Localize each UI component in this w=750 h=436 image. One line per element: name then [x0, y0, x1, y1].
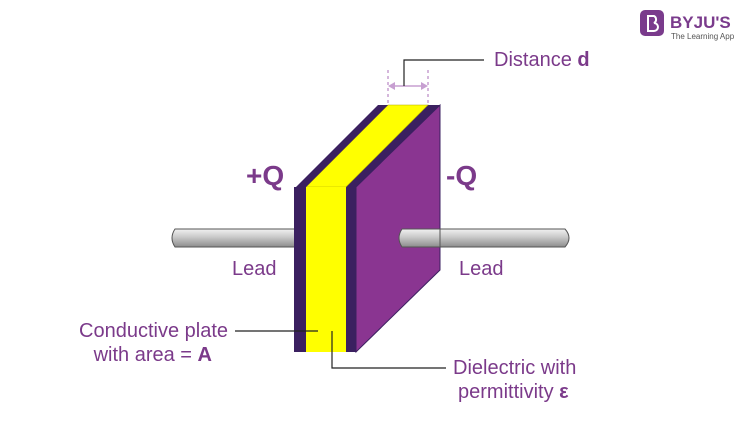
- right-plate-edge: [346, 187, 356, 352]
- lead-left-label: Lead: [232, 258, 277, 280]
- positive-charge-label: +Q: [246, 160, 284, 191]
- distance-label: Distance d: [494, 49, 590, 71]
- distance-dimension: [387, 59, 484, 103]
- plate-label-line1: Conductive plate: [79, 320, 228, 342]
- dielectric-label-line2: permittivity ε: [458, 381, 569, 403]
- lead-wire-right-front: [398, 228, 441, 248]
- left-plate: [294, 187, 306, 352]
- distance-leader-line: [403, 59, 484, 86]
- dielectric: [306, 187, 346, 352]
- dielectric-leader-line: [331, 331, 446, 369]
- arrow-right-icon: [421, 82, 428, 90]
- lead-wire-left: [171, 228, 301, 248]
- arrow-left-icon: [388, 82, 395, 90]
- dielectric-label-line1: Dielectric with: [453, 357, 576, 379]
- negative-charge-label: -Q: [446, 160, 477, 191]
- lead-right-label: Lead: [459, 258, 504, 280]
- brand-logo-b-icon: [647, 15, 659, 32]
- brand-tagline: The Learning App: [671, 32, 735, 41]
- plate-label-line2: with area = A: [93, 344, 212, 366]
- left-plate-top: [296, 105, 388, 187]
- brand-name: BYJU'S: [670, 13, 731, 32]
- brand-logo-icon: [640, 10, 664, 36]
- right-plate-top: [346, 105, 440, 187]
- brand-logo: BYJU'S The Learning App: [640, 10, 735, 41]
